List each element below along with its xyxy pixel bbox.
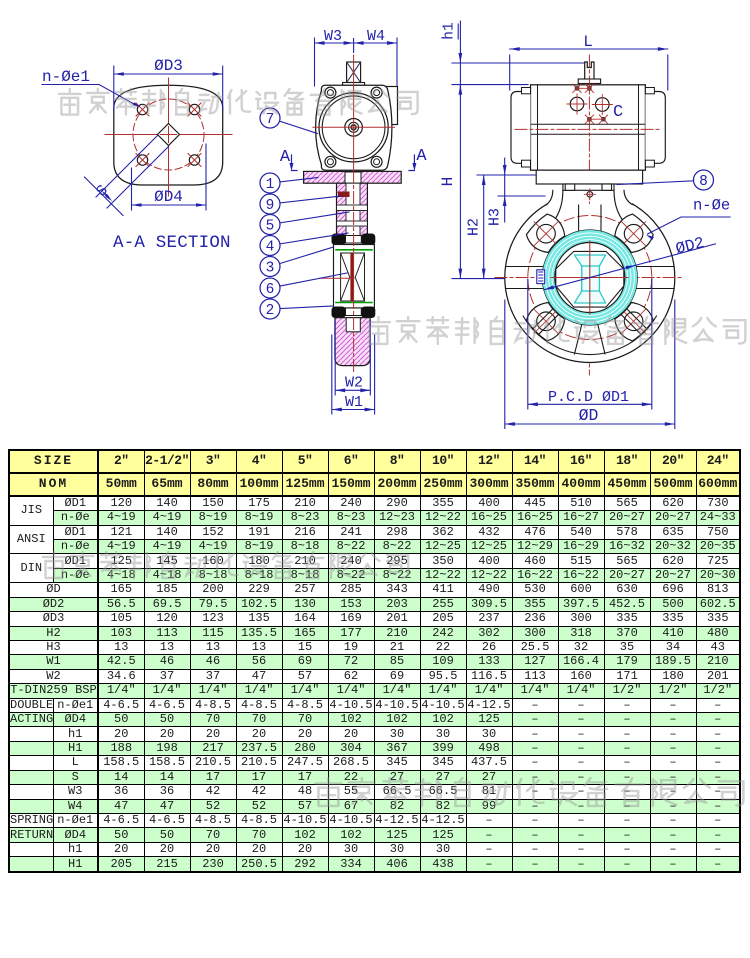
svg-text:P.C.D ØD1: P.C.D ØD1 xyxy=(548,389,629,406)
svg-text:8: 8 xyxy=(699,174,708,190)
svg-text:C: C xyxy=(613,103,623,122)
svg-text:5: 5 xyxy=(266,219,275,235)
svg-text:7: 7 xyxy=(266,112,275,128)
svg-text:A-A SECTION: A-A SECTION xyxy=(113,233,231,253)
svg-text:ØD4: ØD4 xyxy=(154,188,183,206)
svg-text:h1: h1 xyxy=(442,22,458,39)
svg-text:A: A xyxy=(416,147,427,166)
svg-text:3: 3 xyxy=(266,261,275,277)
svg-text:H2: H2 xyxy=(466,218,483,236)
svg-text:W3: W3 xyxy=(324,28,342,45)
svg-text:H: H xyxy=(439,177,457,187)
svg-text:H3: H3 xyxy=(487,208,504,226)
svg-text:ØD: ØD xyxy=(579,406,599,425)
svg-text:9: 9 xyxy=(266,198,275,214)
svg-text:1: 1 xyxy=(266,177,275,193)
svg-text:6: 6 xyxy=(266,282,275,298)
svg-text:A: A xyxy=(280,148,291,167)
svg-text:n-Øe1: n-Øe1 xyxy=(42,68,90,86)
svg-text:4: 4 xyxy=(266,240,275,256)
svg-text:2: 2 xyxy=(266,303,275,319)
svg-text:L: L xyxy=(583,33,593,51)
svg-text:ØD2: ØD2 xyxy=(674,234,706,258)
svg-text:W4: W4 xyxy=(367,28,385,45)
svg-text:W1: W1 xyxy=(345,394,363,411)
svg-text:ØD3: ØD3 xyxy=(154,57,183,75)
svg-text:n-Øe: n-Øe xyxy=(693,197,730,215)
svg-text:W2: W2 xyxy=(345,375,363,392)
